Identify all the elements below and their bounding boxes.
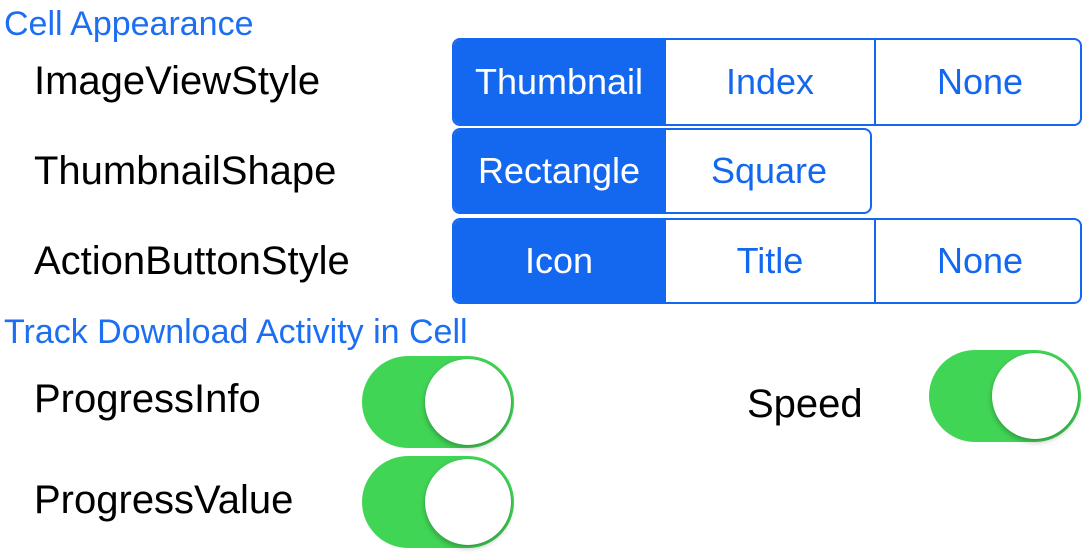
progress-value-label: ProgressValue (34, 478, 294, 522)
segment-index[interactable]: Index (664, 40, 874, 124)
thumbnail-shape-segmented-control: Rectangle Square (452, 128, 872, 214)
segment-title[interactable]: Title (664, 220, 874, 302)
speed-label: Speed (747, 382, 863, 426)
action-button-style-label: ActionButtonStyle (34, 239, 350, 283)
segment-thumbnail[interactable]: Thumbnail (454, 40, 664, 124)
segment-square[interactable]: Square (664, 130, 870, 212)
segment-none-action-button[interactable]: None (874, 220, 1080, 302)
toggle-knob (425, 459, 511, 545)
progress-info-label: ProgressInfo (34, 377, 261, 421)
progress-info-toggle[interactable] (362, 356, 514, 448)
toggle-knob (992, 353, 1078, 439)
speed-toggle[interactable] (929, 350, 1081, 442)
segment-rectangle[interactable]: Rectangle (454, 130, 664, 212)
progress-value-toggle[interactable] (362, 456, 514, 548)
segment-none-image-view[interactable]: None (874, 40, 1080, 124)
action-button-style-segmented-control: Icon Title None (452, 218, 1082, 304)
thumbnail-shape-label: ThumbnailShape (34, 149, 337, 193)
image-view-style-segmented-control: Thumbnail Index None (452, 38, 1082, 126)
cell-appearance-header: Cell Appearance (4, 5, 254, 43)
image-view-style-label: ImageViewStyle (34, 59, 321, 103)
track-download-activity-header: Track Download Activity in Cell (4, 313, 468, 351)
toggle-knob (425, 359, 511, 445)
segment-icon[interactable]: Icon (454, 220, 664, 302)
